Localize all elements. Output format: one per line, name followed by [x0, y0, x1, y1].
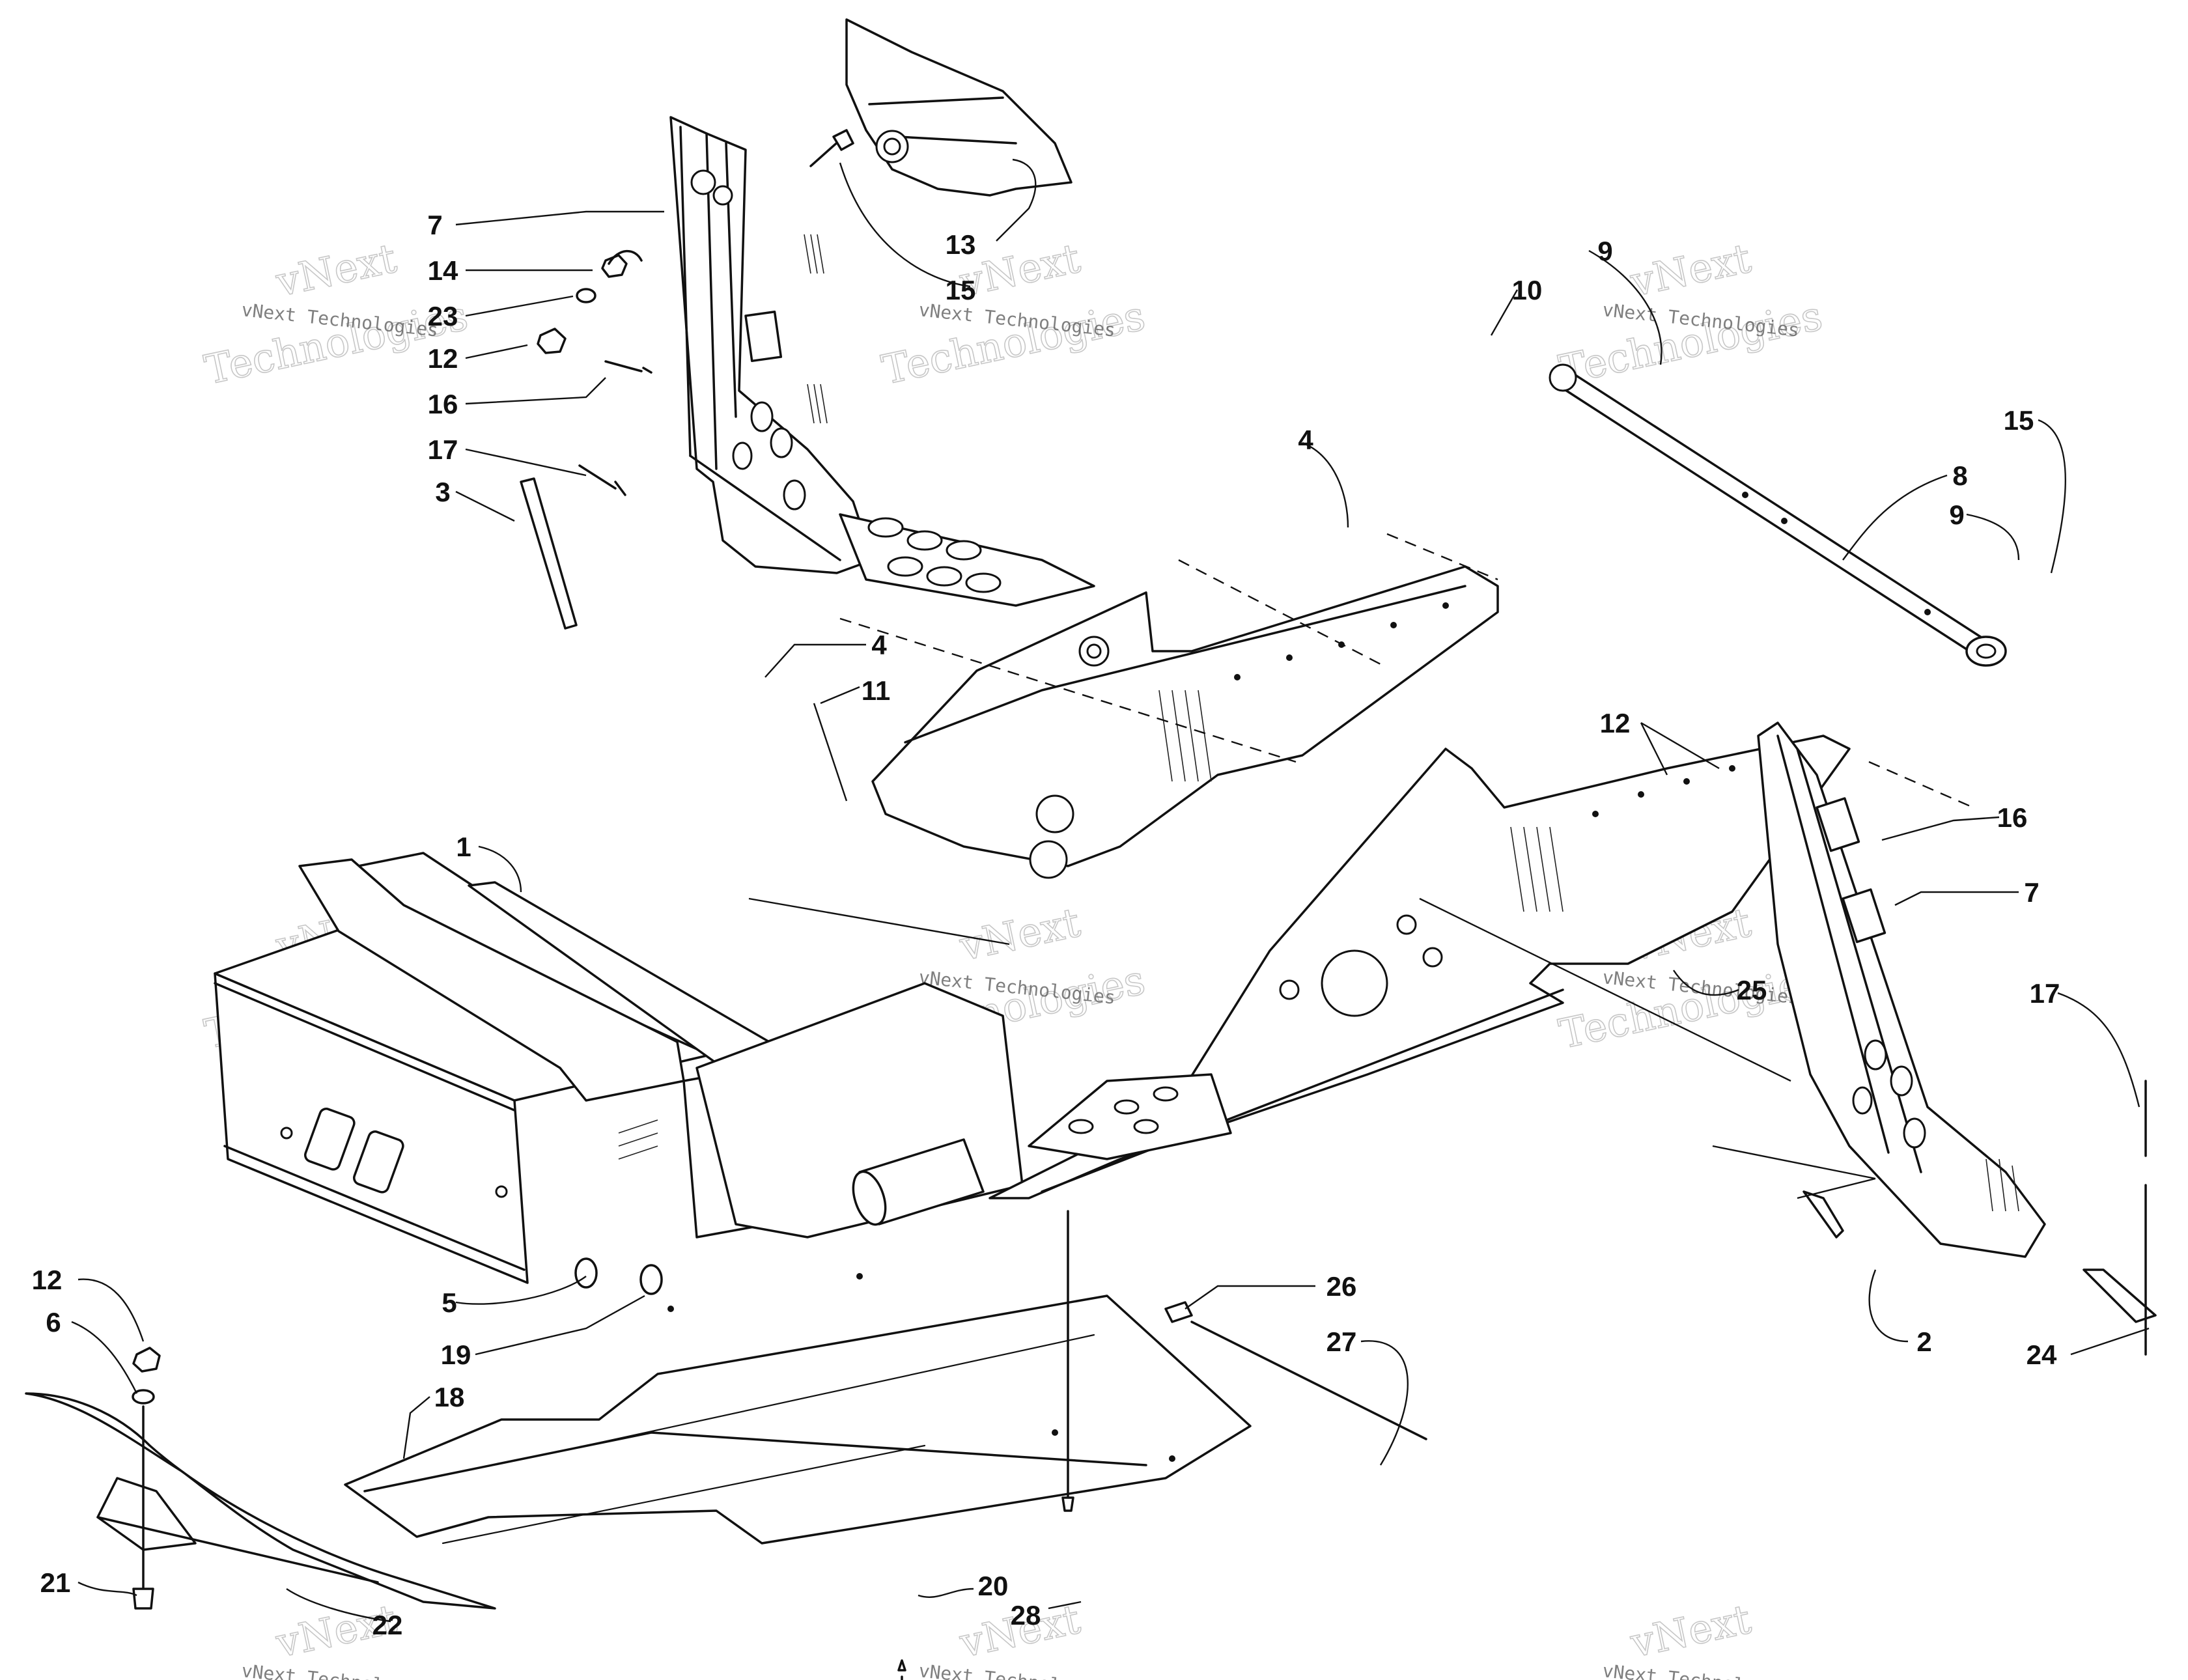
watermark-company: Technologies	[878, 292, 1149, 394]
callout-20: 20	[978, 1571, 1009, 1601]
callout-19: 19	[441, 1339, 471, 1370]
watermark-bottom-left: vNext vNext Technologies	[240, 1595, 439, 1680]
bolt-15-top	[809, 129, 854, 167]
callout-9-top: 9	[1597, 236, 1612, 266]
callout-5: 5	[442, 1287, 456, 1318]
callout-25: 25	[1737, 975, 1767, 1005]
steering-support-left	[669, 116, 1095, 607]
hood-bracket	[845, 18, 1073, 197]
callout-7-left: 7	[427, 210, 442, 240]
callout-12-bottom: 12	[32, 1265, 63, 1295]
callout-labels: 7 14 23 12 16 17 3 13 15 4 4 11 1 9 10 1…	[32, 210, 2060, 1640]
watermark-top-right: vNext Technologies vNext Technologies	[1554, 234, 1827, 395]
cross-tube-3	[520, 477, 578, 630]
callout-2: 2	[1916, 1326, 1931, 1357]
callout-15-right: 15	[2004, 405, 2034, 436]
callout-16-right: 16	[1997, 802, 2028, 833]
callout-18: 18	[434, 1382, 465, 1412]
callout-13: 13	[946, 229, 976, 260]
steering-support-right	[1757, 721, 2046, 1258]
callout-12-right: 12	[1600, 708, 1631, 738]
callout-4-left: 4	[871, 630, 887, 660]
leader-lines	[71, 158, 2150, 1623]
callout-9-right: 9	[1949, 499, 1964, 530]
callout-4-right: 4	[1298, 425, 1313, 455]
callout-21: 21	[40, 1567, 71, 1598]
alignment-lines	[748, 533, 1974, 1199]
callout-24: 24	[2027, 1339, 2057, 1370]
watermark-line: vNext Technologies	[1601, 1660, 1800, 1680]
callout-17-top: 17	[428, 434, 458, 465]
callout-22: 22	[372, 1610, 403, 1640]
watermark-line: vNext Technologies	[240, 1660, 439, 1680]
steering-cross-bar	[1549, 363, 2007, 667]
callout-1: 1	[456, 832, 471, 862]
belly-pan	[344, 1273, 1252, 1545]
watermark-brand: vNext	[272, 234, 400, 306]
main-chassis	[214, 565, 1851, 1284]
callout-11: 11	[862, 675, 890, 706]
callout-16-top: 16	[428, 389, 458, 419]
callout-26: 26	[1326, 1271, 1357, 1302]
watermark-brand: vNext	[1626, 234, 1755, 306]
small-hardware	[132, 1080, 2157, 1680]
callout-8: 8	[1952, 460, 1967, 491]
watermark-brand: vNext	[1626, 1595, 1755, 1667]
callout-17-right: 17	[2030, 978, 2060, 1009]
watermark-top-center: vNext Technologies vNext Technologies	[877, 234, 1149, 395]
callout-14: 14	[428, 255, 458, 286]
callout-15-top: 15	[946, 275, 976, 305]
callout-23-top: 23	[428, 301, 458, 331]
hardware-top-left	[537, 249, 652, 496]
watermark-bottom-right: vNext vNext Technologies	[1601, 1595, 1800, 1680]
callout-6: 6	[46, 1307, 61, 1337]
callout-28: 28	[1011, 1600, 1041, 1631]
callout-27: 27	[1326, 1326, 1357, 1357]
watermark-company: Technologies	[1555, 292, 1827, 394]
callout-3: 3	[435, 477, 450, 507]
watermark-brand: vNext	[955, 899, 1084, 970]
callout-7-right: 7	[2024, 877, 2039, 908]
callout-10: 10	[1512, 275, 1543, 305]
callout-12-top: 12	[428, 343, 458, 374]
watermark-line: vNext Technologies	[918, 1660, 1116, 1680]
